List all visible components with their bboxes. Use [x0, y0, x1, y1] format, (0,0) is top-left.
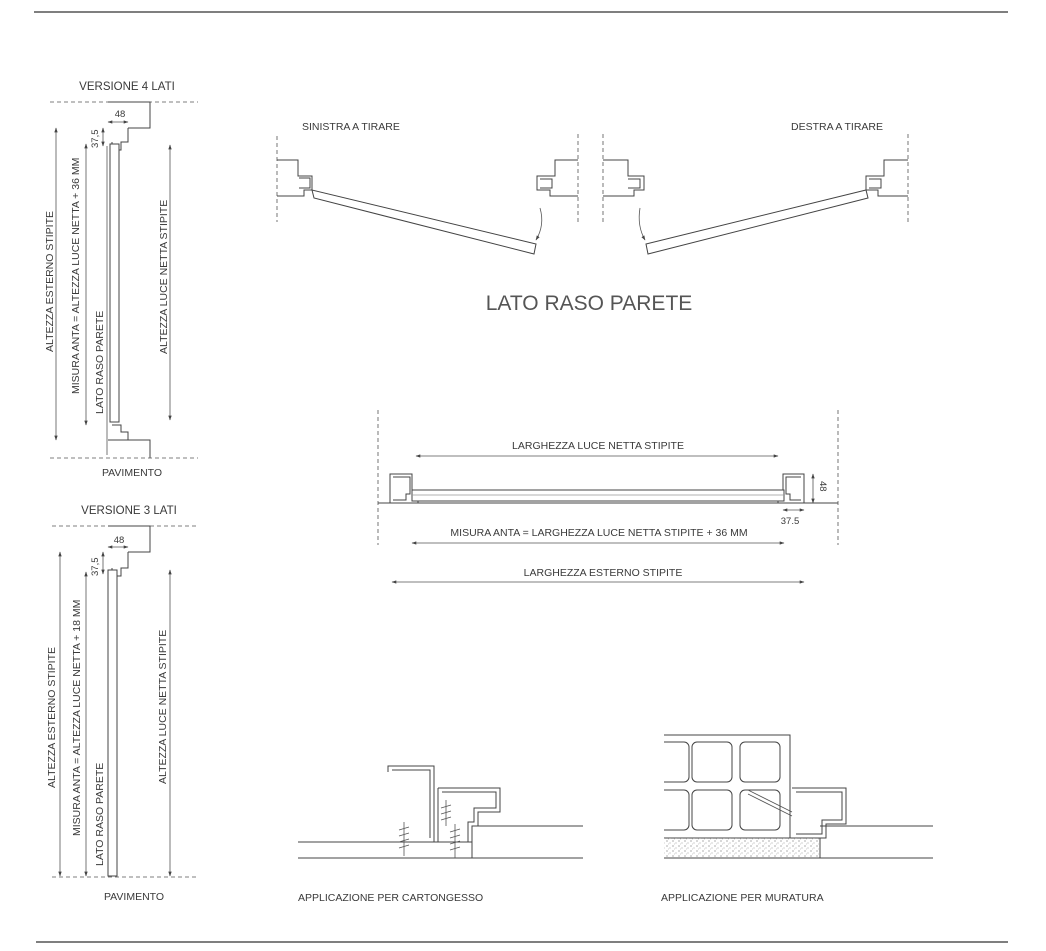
- section-outer-width-label: LARGHEZZA ESTERNO STIPITE: [524, 567, 683, 579]
- plan-right-label: DESTRA A TIRARE: [791, 121, 883, 133]
- detail-drywall: APPLICAZIONE PER CARTONGESSO: [298, 765, 583, 904]
- plan-right-pull: DESTRA A TIRARE: [602, 121, 909, 255]
- version-4-sides-elevation: VERSIONE 4 LATI 48 37,5 ALTEZZA ESTERNO …: [44, 81, 198, 479]
- version-4-title: VERSIONE 4 LATI: [79, 81, 175, 93]
- version-3-outer-height-label: ALTEZZA ESTERNO STIPITE: [46, 647, 58, 788]
- plan-title: LATO RASO PARETE: [486, 292, 693, 315]
- version-4-dim-48: 48: [115, 109, 126, 120]
- version-4-dim-37-5: 37,5: [90, 130, 101, 149]
- detail-masonry: APPLICAZIONE PER MURATURA: [661, 734, 933, 904]
- detail-drywall-label: APPLICAZIONE PER CARTONGESSO: [298, 892, 483, 904]
- version-3-floor-label: PAVIMENTO: [104, 891, 164, 903]
- version-3-clear-height-label: ALTEZZA LUCE NETTA STIPITE: [157, 630, 169, 784]
- version-3-sides-elevation: VERSIONE 3 LATI 48 37,5 ALTEZZA ESTERNO …: [46, 505, 198, 903]
- version-4-floor-label: PAVIMENTO: [102, 467, 162, 479]
- version-4-outer-height-label: ALTEZZA ESTERNO STIPITE: [44, 211, 56, 352]
- version-3-dim-37-5: 37,5: [90, 558, 101, 577]
- version-3-wall-side-label: LATO RASO PARETE: [94, 763, 106, 866]
- plan-left-label: SINISTRA A TIRARE: [302, 121, 400, 133]
- section-panel-measure-label: MISURA ANTA = LARGHEZZA LUCE NETTA STIPI…: [450, 527, 747, 539]
- version-3-panel-measure-label: MISURA ANTA = ALTEZZA LUCE NETTA + 18 MM: [71, 600, 83, 836]
- section-clear-width-label: LARGHEZZA LUCE NETTA STIPITE: [512, 440, 684, 452]
- plan-left-pull: SINISTRA A TIRARE: [276, 121, 579, 255]
- version-4-clear-height-label: ALTEZZA LUCE NETTA STIPITE: [158, 200, 170, 354]
- version-4-panel-measure-label: MISURA ANTA = ALTEZZA LUCE NETTA + 36 MM: [70, 158, 82, 394]
- detail-masonry-label: APPLICAZIONE PER MURATURA: [661, 892, 824, 904]
- version-4-wall-side-label: LATO RASO PARETE: [94, 311, 106, 414]
- version-3-dim-48: 48: [114, 535, 125, 546]
- horizontal-section: LARGHEZZA LUCE NETTA STIPITE 48 37.5 MIS…: [377, 410, 839, 584]
- section-dim-48: 48: [817, 481, 828, 492]
- section-dim-37-5: 37.5: [781, 516, 800, 527]
- version-3-title: VERSIONE 3 LATI: [81, 505, 177, 517]
